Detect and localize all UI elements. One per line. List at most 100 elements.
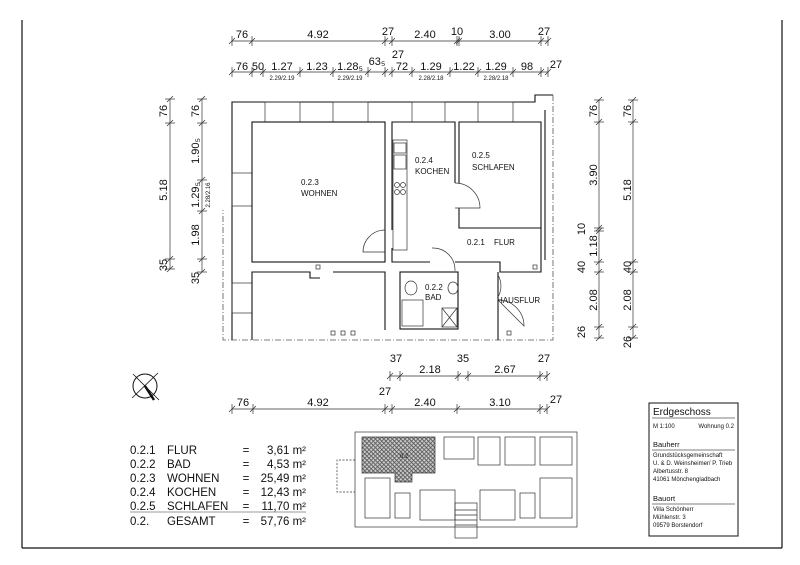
- site-line: Villa Schönherr: [653, 507, 694, 513]
- dim-text: 27: [550, 59, 562, 71]
- dim-text: 76: [236, 61, 248, 73]
- floor-plan: 0.2.3 WOHNEN 0.2.4 KOCHEN 0.2.5 SCHLAFEN…: [222, 94, 554, 341]
- sheet-frame: [21, 20, 783, 549]
- dim-text: 1.23: [306, 61, 327, 73]
- dim-text: 35: [457, 353, 469, 365]
- dim-text: 40: [622, 261, 634, 273]
- area-value: 57,76 m²: [261, 516, 307, 528]
- dim-text: 2.40: [414, 397, 435, 409]
- bathroom-fixtures: [401, 280, 459, 328]
- dim-text: 27: [382, 26, 394, 38]
- room-number: 0.2.1: [467, 238, 485, 247]
- dim-text: 2.18: [419, 364, 440, 376]
- dim-text: 76: [190, 105, 202, 117]
- dim-text: 1.28₅: [337, 61, 363, 73]
- area-name: FLUR: [167, 445, 197, 457]
- room-number: 0.2.3: [301, 178, 319, 187]
- right-dimensions: 76 3.90 10 1.18 40 2.08 26 76 5.18 40 2.…: [576, 105, 634, 348]
- sill-height-text: 2.28/2.16: [206, 182, 212, 208]
- sill-height-text: 2.29/2.19: [337, 76, 363, 82]
- area-value: 11,70 m²: [261, 501, 306, 513]
- room-name: FLUR: [494, 238, 515, 247]
- dim-text: 2.40: [414, 29, 435, 41]
- room-bad: [399, 271, 459, 330]
- property-line: [222, 95, 554, 341]
- dim-text: 37: [390, 353, 402, 365]
- area-name: KOCHEN: [167, 487, 216, 499]
- room-name: BAD: [425, 293, 442, 302]
- area-eq: =: [243, 445, 250, 457]
- area-value: 12,43 m²: [261, 487, 307, 499]
- room-name: WOHNEN: [301, 189, 338, 198]
- room-name: HAUSFLUR: [497, 296, 540, 305]
- apartment-highlight: [361, 436, 436, 483]
- wall: [251, 271, 320, 340]
- keyplan-label: 0.2: [400, 454, 409, 460]
- dim-text: 63₅: [369, 56, 386, 68]
- dim-text: 1.29: [485, 61, 506, 73]
- room-schlafen: [458, 121, 542, 229]
- dim-text: 1.29: [420, 61, 441, 73]
- client-line: 41061 Mönchengladbach: [653, 477, 720, 483]
- dim-text: 98: [521, 61, 533, 73]
- dim-text: 3.00: [489, 29, 510, 41]
- flur-wall: [391, 248, 430, 263]
- dim-text: 2.08: [622, 289, 634, 310]
- unit-text: Wohnung 0.2: [698, 424, 734, 430]
- room-name: KOCHEN: [415, 167, 449, 176]
- doors: [362, 182, 525, 327]
- dim-text: 4.92: [307, 29, 328, 41]
- dim-text: 35: [190, 272, 202, 284]
- title-block: Erdgeschoss M 1:100 Wohnung 0.2 Bauherr …: [648, 402, 739, 537]
- area-eq: =: [243, 473, 250, 485]
- dim-text: 1.90₅: [190, 138, 202, 164]
- sill-height-text: 2.28/2.18: [418, 76, 444, 82]
- area-eq: =: [243, 459, 250, 471]
- area-num: 0.2.3: [130, 473, 156, 485]
- dim-text: 27: [538, 353, 550, 365]
- dim-text: 50: [252, 61, 264, 73]
- dim-text: 27: [550, 394, 562, 406]
- area-eq: =: [243, 516, 250, 528]
- left-dimensions: 76 5.18 35 76 1.90₅ 1.29₅ 1.98 35 2.28/2…: [158, 105, 212, 284]
- dim-text: 2.67: [494, 364, 515, 376]
- dim-text: 5.18: [622, 179, 634, 200]
- client-line: Grundstücksgemeinschaft: [653, 453, 723, 459]
- area-name: WOHNEN: [167, 473, 219, 485]
- dim-text: 1.27: [271, 61, 292, 73]
- area-value: 3,61 m²: [267, 445, 306, 457]
- north-arrow-icon: [131, 372, 160, 401]
- site-line: Mühlenstr. 3: [653, 515, 686, 521]
- area-num: 0.2.: [130, 516, 149, 528]
- bottom-dimensions: 37 2.18 35 2.67 27 76 4.92 27 2.40 3.10 …: [237, 353, 562, 409]
- area-num: 0.2.2: [130, 459, 156, 471]
- dim-text: 40: [576, 261, 588, 273]
- chimney-flues: [315, 264, 538, 336]
- area-eq: =: [243, 487, 250, 499]
- windows: [231, 101, 514, 314]
- dim-text: 76: [622, 105, 634, 117]
- scale-text: M 1:100: [653, 424, 675, 430]
- area-name: SCHLAFEN: [167, 501, 228, 513]
- dim-text: 27: [538, 26, 550, 38]
- dim-text: 3.90: [588, 164, 600, 185]
- dim-text: 10: [576, 223, 588, 235]
- area-num: 0.2.1: [130, 445, 156, 457]
- floor-title: Erdgeschoss: [653, 407, 711, 418]
- dim-text: 27: [379, 386, 391, 398]
- key-plan: 0.2: [336, 431, 578, 539]
- area-num: 0.2.4: [130, 487, 156, 499]
- room-name: SCHLAFEN: [472, 163, 515, 172]
- dim-text: 10: [451, 26, 463, 38]
- client-line: Albertusstr. 8: [653, 469, 689, 475]
- kitchen-counter: [392, 139, 408, 251]
- area-eq: =: [243, 501, 250, 513]
- site-line: 09579 Borstendorf: [653, 523, 703, 529]
- room-kochen: [391, 121, 456, 230]
- area-name: BAD: [167, 459, 191, 471]
- area-value: 25,49 m²: [261, 473, 307, 485]
- dim-text: 26: [622, 336, 634, 348]
- room-number: 0.2.2: [425, 283, 443, 292]
- site-heading: Bauort: [653, 494, 676, 503]
